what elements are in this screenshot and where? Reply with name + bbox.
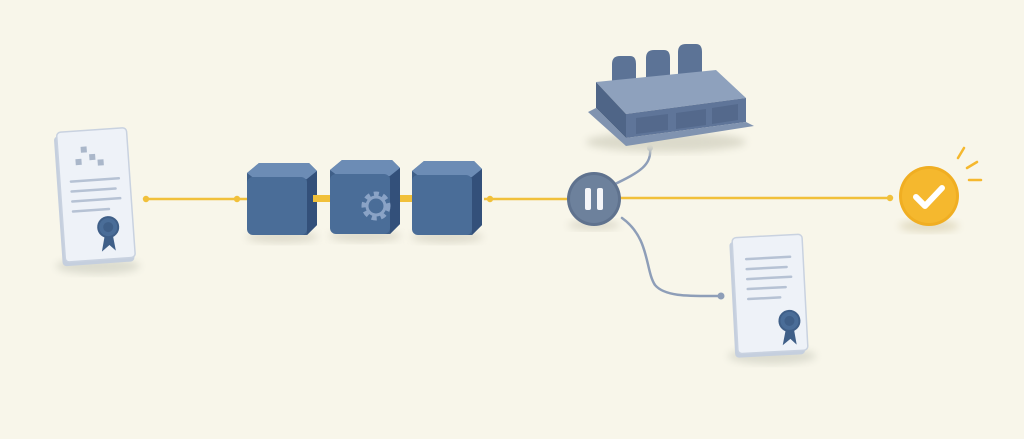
gear-icon xyxy=(361,191,391,221)
gear-cube-block-icon xyxy=(329,160,401,242)
branch-lines xyxy=(611,145,725,300)
branch-to-tribunal xyxy=(611,146,652,187)
cube-block-icon xyxy=(411,161,483,243)
cube-block-icon xyxy=(246,163,318,243)
approved-node: checkmark-icon xyxy=(899,146,983,232)
pause-node: pause-icon xyxy=(567,172,621,230)
branch-to-document xyxy=(620,216,722,298)
block-connector xyxy=(313,195,415,202)
tribunal-bench-icon xyxy=(586,44,754,152)
sparkle-rays xyxy=(956,146,983,182)
main-flow-line xyxy=(142,194,894,203)
source-document: certificate-document-icon xyxy=(54,127,140,274)
output-document: certificate-document-icon xyxy=(728,233,816,364)
